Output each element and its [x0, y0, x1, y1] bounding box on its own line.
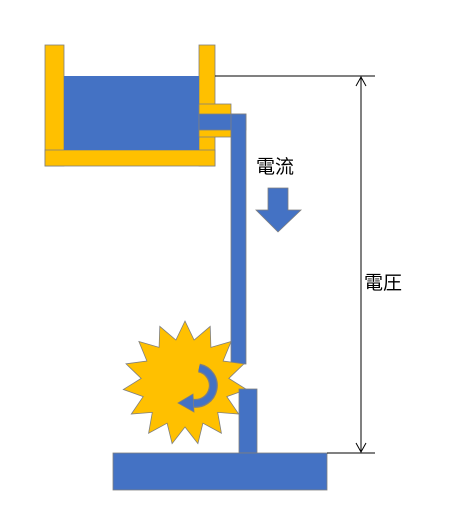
voltage-label: 電圧	[364, 272, 402, 294]
lower-pipe	[238, 388, 258, 454]
base-reservoir	[112, 452, 328, 491]
current-label: 電流	[256, 156, 294, 178]
water-wheel-icon	[122, 320, 248, 445]
voltage-arrowhead-bottom	[355, 442, 367, 454]
down-arrow-icon	[255, 187, 302, 233]
tank-left-wall	[44, 44, 65, 167]
upper-tank	[44, 44, 216, 167]
voltage-indicator	[215, 75, 375, 454]
tank-water	[64, 76, 199, 150]
tank-bottom	[44, 149, 216, 167]
down-pipe	[230, 113, 247, 365]
curved-arrow-icon	[177, 363, 218, 413]
voltage-arrowhead-top	[355, 75, 367, 87]
